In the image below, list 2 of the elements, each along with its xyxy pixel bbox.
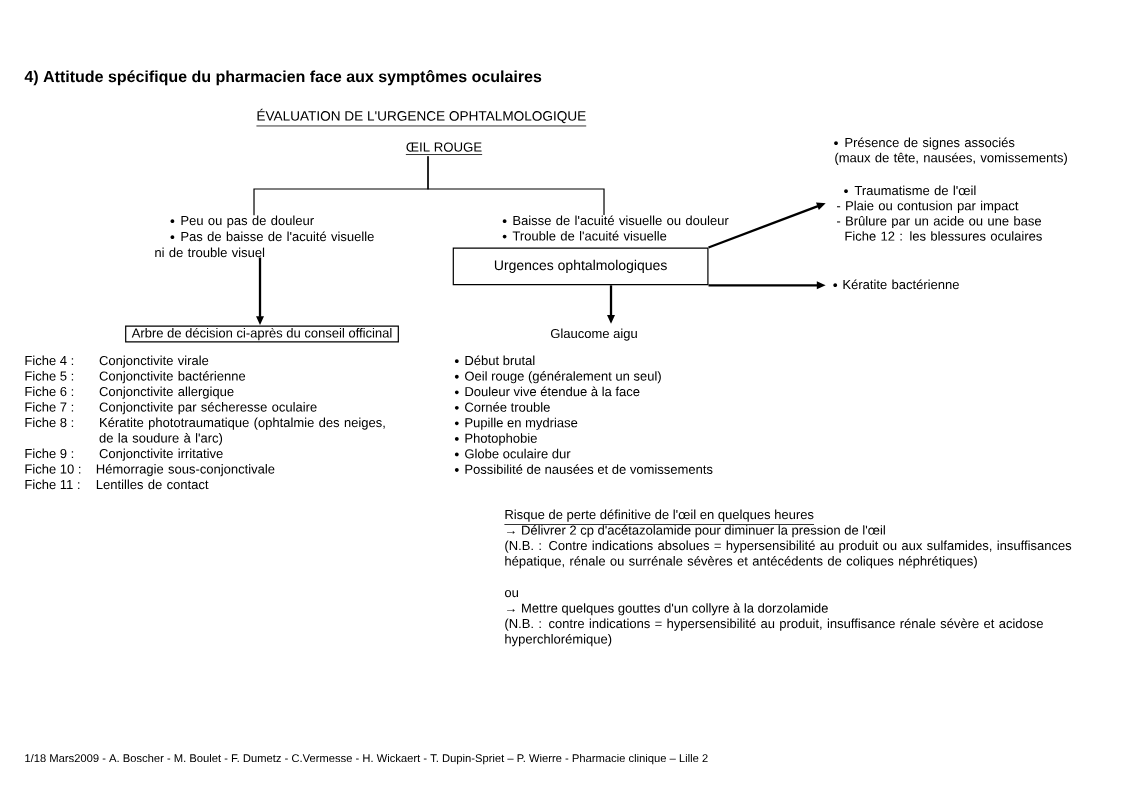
connector-line xyxy=(427,155,605,216)
page-title: 4) Attitude spécifique du pharmacien face aux symptômes oculaires xyxy=(24,70,542,86)
